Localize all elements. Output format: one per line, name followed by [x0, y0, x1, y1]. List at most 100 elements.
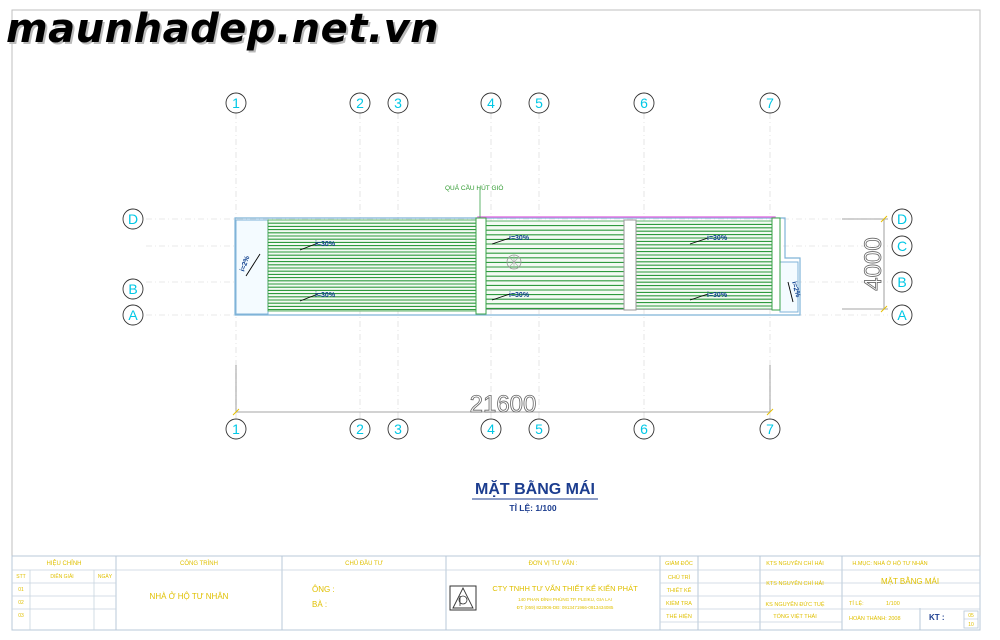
scale-label: TỈ LỆ:	[849, 599, 864, 607]
slope-label: i=30%	[509, 235, 530, 242]
grid-bubble: 6	[633, 418, 655, 440]
grid-bubble: B	[891, 271, 913, 293]
role-label: THIẾT KẾ	[667, 587, 692, 594]
grid-bubble-label: D	[128, 211, 138, 227]
project-name: NHÀ Ở HỘ TƯ NHÂN	[150, 592, 229, 601]
grid-bubble: 4	[480, 92, 502, 114]
grid-bubble-label: D	[897, 211, 907, 227]
grid-bubble-label: 5	[535, 421, 543, 437]
role-name: KTS NGUYỄN CHÍ HẢI	[766, 580, 824, 587]
valley-gutter-4	[475, 217, 487, 315]
role-label: KIỂM TRA	[666, 600, 692, 607]
owner-line: ÔNG :	[312, 585, 335, 594]
ventilator-symbol	[506, 254, 522, 270]
company-phone: ĐT: (059) 822906-DĐ: 0913471966-09134340…	[517, 605, 614, 610]
revision-header: HIỆU CHỈNH	[46, 559, 81, 567]
slope-label: i=30%	[315, 292, 336, 299]
company-name: CTY TNHH TƯ VẤN THIẾT KẾ KIẾN PHÁT	[492, 583, 638, 593]
site-watermark: maunhadep.net.vn	[6, 6, 440, 52]
grid-bubble: D	[122, 208, 144, 230]
revision-col-date: NGÀY	[98, 573, 113, 580]
valley-gutter-7	[771, 217, 781, 311]
grid-bubble-label: C	[897, 238, 907, 254]
roof-plan: QUẢ CẦU HÚT GIÓ i=30% i=30% i=30% i=30% …	[234, 182, 801, 316]
company-address: 140 PHAN ĐÌNH PHÙNG TP. PLEIKU, GIA LAI	[518, 596, 612, 602]
grid-bubble-label: A	[897, 307, 907, 323]
grid-bubble-label: 6	[640, 95, 648, 111]
grid-bubble-label: B	[128, 281, 137, 297]
slope-labels: i=30% i=30% i=30% i=30% i=30% i=30%	[299, 235, 728, 302]
roof-panel-left	[267, 219, 477, 312]
grid-bubble-label: 4	[487, 421, 495, 437]
completion: HOÀN THÀNH: 2008	[849, 615, 901, 622]
grid-bubble-label: 7	[766, 95, 774, 111]
gutter-slope-right: i=2%	[790, 281, 801, 299]
grid-bubble-label: 3	[394, 95, 402, 111]
grid-bubble-label: 4	[487, 95, 495, 111]
grid-bubble: A	[891, 304, 913, 326]
sheet-total: 10	[968, 622, 974, 628]
revision-row: 01	[18, 587, 24, 593]
dimension-overall-width: 21600	[470, 391, 537, 418]
grid-bubble-label: 1	[232, 95, 240, 111]
slope-label: i=30%	[707, 292, 728, 299]
sheet-title: MẶT BẰNG MÁI	[881, 577, 939, 586]
grid-bubble-label: A	[128, 307, 138, 323]
revision-row: 02	[18, 600, 24, 606]
grid-bubble-label: 7	[766, 421, 774, 437]
roof-outline	[234, 217, 801, 316]
company-logo	[449, 585, 477, 611]
grid-bubble: 7	[759, 418, 781, 440]
roof-panel-middle	[485, 220, 625, 310]
gutter-slope-arrow-right	[787, 281, 794, 303]
grid-bubble: 5	[528, 92, 550, 114]
sheet-code-label: KT :	[929, 613, 945, 622]
role-name: TỔNG VIỆT THÁI	[773, 612, 817, 620]
grid-bubble: 4	[480, 418, 502, 440]
item-label: H.MỤC: NHÀ Ở HỘ TƯ NHÂN	[852, 560, 927, 567]
grid-bubble: C	[891, 235, 913, 257]
roof-panel-bg	[267, 219, 477, 312]
scale-value: 1/100	[886, 601, 900, 607]
project-header: CÔNG TRÌNH	[180, 560, 218, 567]
role-label: GIÁM ĐỐC	[665, 560, 693, 567]
grid-bubble: D	[891, 208, 913, 230]
owner-line: BÀ :	[312, 600, 327, 609]
dimension-overall-depth: 4000	[860, 237, 887, 290]
revision-col-desc: DIỄN GIẢI	[50, 573, 73, 580]
grid-bubble: 3	[387, 92, 409, 114]
owner-header: CHỦ ĐẦU TƯ	[345, 560, 383, 567]
grid-bubble: 1	[225, 92, 247, 114]
role-label: CHỦ TRÌ	[668, 574, 691, 581]
gutter-slope-arrow-left	[245, 253, 261, 277]
grid-bubble: 5	[528, 418, 550, 440]
title-block: HIỆU CHỈNH STT DIỄN GIẢI NGÀY 01 02 03 C…	[11, 555, 981, 631]
grid-bubble-label: 3	[394, 421, 402, 437]
grid-bubble-label: 2	[356, 421, 364, 437]
grid-bubble: 3	[387, 418, 409, 440]
divider-wall	[623, 219, 637, 311]
grid-bubble-label: 2	[356, 95, 364, 111]
grid-bubble: A	[122, 304, 144, 326]
sheet-number: 05	[968, 613, 974, 619]
slope-label: i=30%	[509, 292, 530, 299]
slope-label: i=30%	[315, 241, 336, 248]
drawing-scale: TỈ LỆ: 1/100	[509, 502, 557, 513]
dimension-lines: 21600 4000	[232, 215, 888, 418]
grid-bubble-label: B	[897, 274, 906, 290]
grid-bubble: B	[122, 278, 144, 300]
grid-bubble: 2	[349, 92, 371, 114]
grid-bubble: 2	[349, 418, 371, 440]
drawing-title: MẶT BẰNG MÁI	[475, 479, 595, 498]
roof-panel-bg	[485, 220, 625, 310]
revision-col-stt: STT	[16, 574, 25, 580]
role-label: THỂ HIỆN	[666, 612, 692, 620]
consultant-header: ĐƠN VỊ TƯ VẤN :	[529, 560, 578, 567]
ventilator-label: QUẢ CẦU HÚT GIÓ	[445, 182, 503, 192]
slope-label: i=30%	[707, 235, 728, 242]
role-name: KTS NGUYỄN CHÍ HẢI	[766, 560, 824, 567]
grid-bubble-label: 5	[535, 95, 543, 111]
roof-panel-right	[635, 220, 773, 310]
